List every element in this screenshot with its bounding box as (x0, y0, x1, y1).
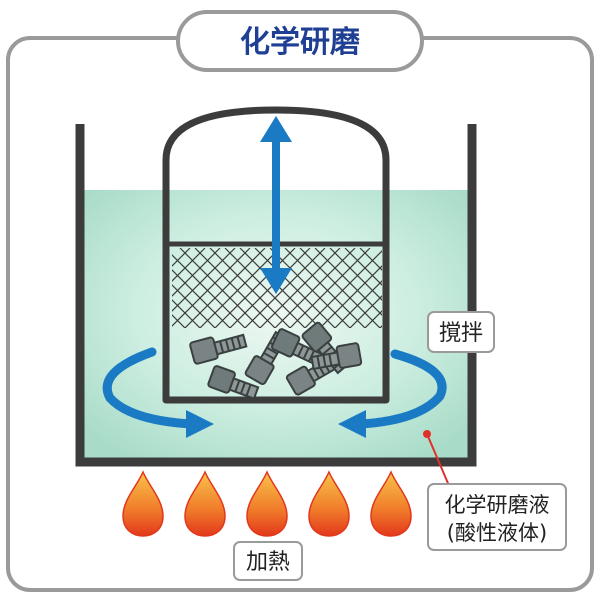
stirring-label-box: 撹拌 (427, 311, 495, 353)
page-title: 化学研磨 (240, 25, 360, 60)
flame-icon (122, 470, 164, 537)
basket-frame (162, 106, 390, 404)
solution-label-line1: 化学研磨液 (445, 493, 550, 517)
stirring-label: 撹拌 (439, 321, 483, 346)
stir-arrow-head-right (338, 410, 366, 438)
bolt-icon (310, 342, 363, 371)
flame-icon (184, 470, 226, 537)
mesh-basket-icon (172, 248, 382, 328)
circular-stir-arrow-icon (102, 347, 447, 429)
tank (75, 124, 477, 467)
flame-icon (370, 470, 412, 537)
flame-icon (308, 470, 350, 537)
bolts-group (189, 321, 363, 400)
flame-icon (246, 470, 288, 537)
solution-leader (423, 430, 451, 489)
bolt-icon (189, 333, 248, 365)
stir-arrow-head-left (186, 410, 214, 438)
flames-row (122, 470, 412, 537)
bolt-icon (207, 365, 260, 400)
double-arrow-vertical-icon (260, 116, 292, 294)
solution-label-box: 化学研磨液 (酸性液体) (427, 483, 567, 551)
heating-label: 加熱 (246, 550, 290, 575)
heating-label-box: 加熱 (233, 541, 303, 581)
solution-label-line2: (酸性液体) (447, 521, 547, 545)
title-badge: 化学研磨 (176, 10, 424, 72)
